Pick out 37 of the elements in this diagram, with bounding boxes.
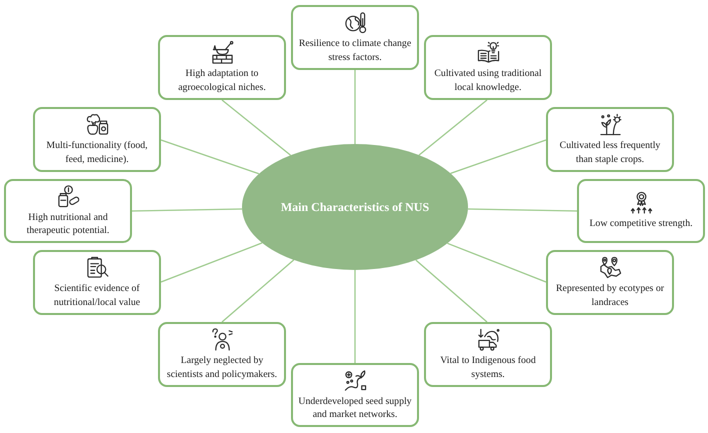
connector-line bbox=[450, 139, 546, 174]
characteristic-card bbox=[33, 250, 161, 315]
characteristic-text: Underdeveloped seed supply and market networks. bbox=[297, 394, 413, 422]
characteristic-card bbox=[577, 179, 705, 243]
characteristic-card bbox=[546, 107, 674, 172]
center-title: Main Characteristics of NUS bbox=[280, 200, 430, 214]
connector-line bbox=[222, 100, 291, 156]
characteristic-card bbox=[33, 107, 161, 172]
connector-line bbox=[132, 208, 242, 212]
characteristic-text: Low competitive strength. bbox=[589, 217, 693, 231]
characteristic-card bbox=[291, 5, 419, 70]
characteristic-card bbox=[4, 179, 132, 243]
connector-line bbox=[354, 270, 356, 363]
characteristic-text: Cultivated using traditional local knowledge. bbox=[433, 67, 543, 94]
connector-line bbox=[447, 242, 546, 283]
characteristic-card bbox=[546, 250, 674, 315]
connector-line bbox=[415, 260, 488, 322]
characteristic-card bbox=[424, 35, 552, 100]
characteristic-text: High adaptation to agroecological niches. bbox=[177, 67, 267, 94]
characteristic-text: Largely neglected by scientists and policymakers. bbox=[166, 354, 278, 381]
connector-line bbox=[418, 100, 488, 156]
characteristic-text: Represented by ecotypes or landraces bbox=[554, 282, 665, 309]
characteristic-text: Resilience to climate change stress factors. bbox=[298, 37, 412, 64]
characteristic-text: High nutritional and therapeutic potential. bbox=[26, 210, 110, 238]
connector-line bbox=[160, 139, 260, 174]
characteristic-card bbox=[158, 322, 286, 387]
characteristic-text: Cultivated less frequently than staple crops. bbox=[558, 139, 662, 166]
characteristic-card bbox=[291, 363, 419, 427]
connector-line bbox=[354, 70, 356, 144]
characteristic-text: Multi-functionality (food, feed, medicine). bbox=[45, 139, 149, 166]
characteristic-text: Scientific evidence of nutritional/local value bbox=[52, 282, 142, 309]
connector-line bbox=[468, 208, 578, 212]
characteristic-text: Vital to Indigenous food systems. bbox=[439, 354, 537, 381]
connector-line bbox=[222, 259, 294, 322]
connector-line bbox=[160, 242, 262, 283]
characteristic-card bbox=[424, 322, 552, 387]
characteristic-card bbox=[158, 35, 286, 100]
